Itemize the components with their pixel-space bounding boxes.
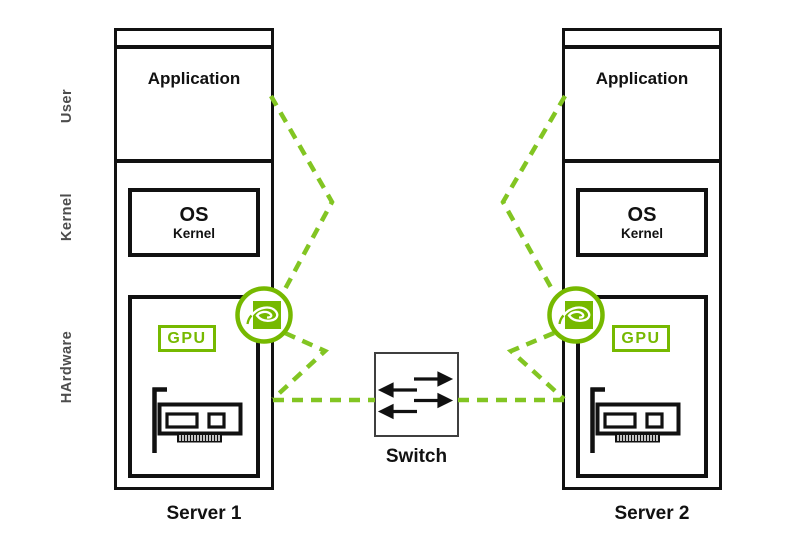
server-1-os-label: OS xyxy=(179,203,209,226)
dashed-path-server2-gpu-to-edge xyxy=(506,330,566,401)
server-2-os-kernel-box: OS Kernel xyxy=(576,188,708,257)
bidirectional-arrows-icon xyxy=(377,371,454,420)
server-2-gpu-box: GPU xyxy=(612,325,670,352)
server-1-hardware-box: GPU xyxy=(128,295,260,478)
layer-label-hardware: HArdware xyxy=(59,330,75,404)
switch-label: Switch xyxy=(385,446,448,467)
switch-box xyxy=(374,352,459,437)
server-2-top-band-divider xyxy=(565,45,719,49)
server-2-label: Server 2 xyxy=(614,503,690,524)
server-1-gpu-box: GPU xyxy=(158,325,216,352)
server-2-application-divider xyxy=(565,159,719,163)
server-2-os-label: OS xyxy=(627,203,657,226)
dashed-path-server1-gpu-to-edge xyxy=(271,330,330,401)
server-1-application-label: Application xyxy=(147,69,241,88)
server-1-label: Server 1 xyxy=(166,503,242,524)
server-2-application-label: Application xyxy=(595,69,689,88)
server-2-kernel-label: Kernel xyxy=(620,225,664,241)
server-1-kernel-label: Kernel xyxy=(172,225,216,241)
layer-label-kernel: Kernel xyxy=(59,192,75,242)
server-2-box: Application OS Kernel GPU xyxy=(562,28,722,490)
dashed-path-server2-app-to-gpu xyxy=(500,94,567,293)
layer-label-user: User xyxy=(59,88,75,124)
server-1-top-band-divider xyxy=(117,45,271,49)
server-1-application-divider xyxy=(117,159,271,163)
server-2-hardware-box: GPU xyxy=(576,295,708,478)
server-1-box: Application OS Kernel GPU xyxy=(114,28,274,490)
dashed-path-server1-app-to-gpu xyxy=(269,94,335,293)
server-1-os-kernel-box: OS Kernel xyxy=(128,188,260,257)
